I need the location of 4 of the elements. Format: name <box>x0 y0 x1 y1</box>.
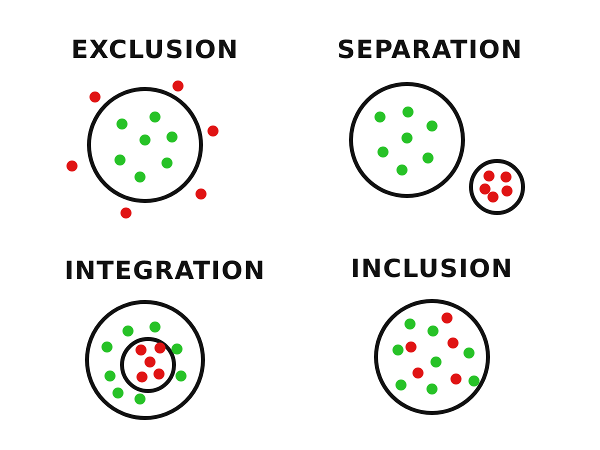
panel-heading: EXCLUSION <box>71 35 239 64</box>
panel-heading: SEPARATION <box>337 35 523 64</box>
panel-heading: INCLUSION <box>350 254 514 283</box>
panel-heading: INTEGRATION <box>64 256 266 285</box>
